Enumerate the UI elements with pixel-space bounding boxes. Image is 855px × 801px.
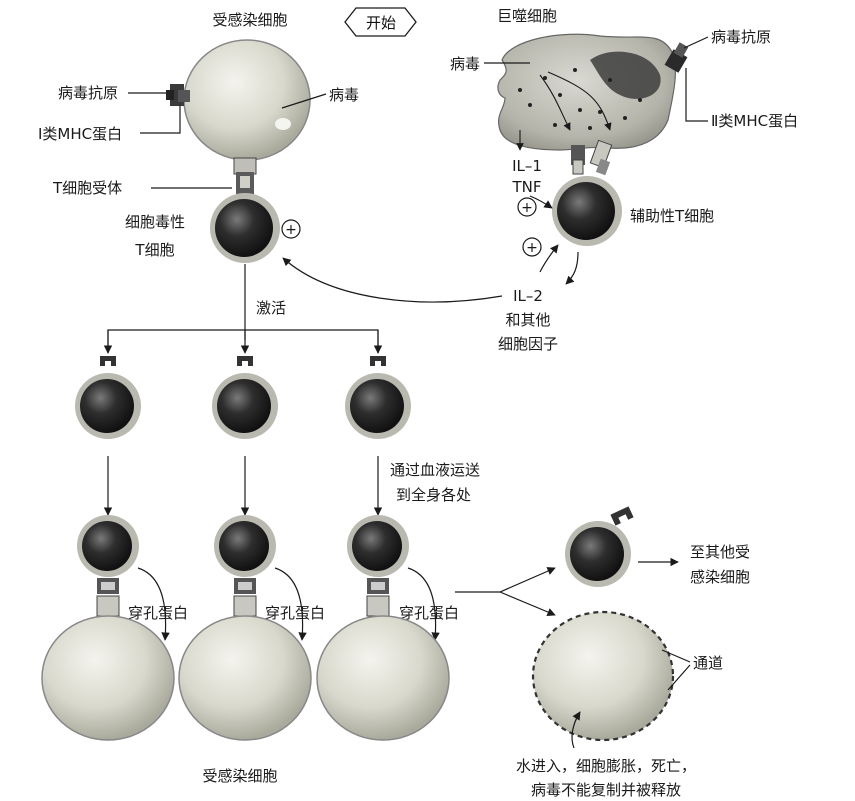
virus-right-label: 病毒 — [450, 55, 480, 73]
activation-label: 激活 — [256, 299, 286, 317]
infected-cell-bottom-2 — [178, 615, 312, 741]
processing-arrow-2 — [547, 71, 612, 131]
perforin-arrow-1 — [137, 567, 170, 641]
infected-cell-bottom-label: 受感染细胞 — [202, 767, 277, 785]
result-label-1: 水进入，细胞膨胀，死亡， — [516, 757, 696, 775]
start-badge: 开始 — [344, 7, 417, 37]
perforin-label-1: 穿孔蛋白 — [128, 604, 188, 622]
plus-cytotoxic: + — [281, 219, 301, 239]
attack-tcell-3 — [347, 515, 409, 617]
macrophage-virus-dots — [518, 68, 642, 130]
il1-label: IL–1 — [512, 157, 542, 175]
autocrine-arrow — [539, 244, 559, 273]
il1-arrow — [529, 195, 553, 209]
svg-text:+: + — [521, 200, 533, 216]
free-tcell — [565, 506, 634, 587]
leader-channel-2 — [667, 664, 691, 691]
split-arrow-up — [455, 567, 556, 593]
il2-label-2: 和其他 — [505, 311, 550, 329]
viral-antigen-right-label: 病毒抗原 — [711, 28, 771, 46]
transport-label-2: 到全身各处 — [396, 486, 471, 504]
perforin-label-3: 穿孔蛋白 — [399, 604, 459, 622]
helper-tcell-label: 辅助性T细胞 — [630, 207, 714, 225]
attack-tcell-2 — [214, 515, 276, 617]
infected-cell-bottom-3 — [316, 615, 450, 741]
mhc1-label: Ⅰ类MHC蛋白 — [38, 125, 122, 143]
transport-label-1: 通过血液运送 — [390, 461, 480, 479]
activation-branch — [107, 329, 379, 353]
leader-channel-1 — [661, 649, 691, 663]
viral-antigen-left-label: 病毒抗原 — [58, 84, 118, 102]
activated-tcell-1 — [75, 356, 141, 439]
helper-tcell-nucleus — [557, 182, 615, 240]
leader-mhc1 — [140, 105, 181, 134]
perforated-cell — [531, 610, 675, 742]
processing-arrow-1 — [539, 74, 571, 131]
il2-label-3: 细胞因子 — [498, 335, 558, 353]
activated-tcell-2 — [212, 356, 278, 439]
virus-dot-top — [275, 118, 291, 130]
cytotoxic-tcell-nucleus — [215, 199, 273, 257]
leader-virus-left — [281, 93, 327, 109]
plus-helper: + — [522, 237, 542, 257]
result-label-2: 病毒不能复制并被释放 — [531, 781, 681, 799]
cytotoxic-label-2: T细胞 — [134, 241, 174, 259]
cytotoxic-label-1: 细胞毒性 — [125, 213, 185, 231]
macrophage-antigen — [664, 42, 689, 73]
to-other-label-1: 至其他受 — [690, 543, 750, 561]
infected-cell-bottom-1 — [41, 615, 175, 741]
il2-release-arrow — [565, 251, 579, 285]
plus-il1: + — [517, 197, 537, 217]
start-label: 开始 — [366, 14, 396, 32]
infected-cell-top — [183, 39, 311, 161]
tcr-complex — [233, 157, 257, 194]
channel-label: 通道 — [693, 654, 723, 672]
to-other-label-2: 感染细胞 — [690, 568, 750, 586]
macrophage-vacuole — [590, 51, 661, 99]
il2-label: IL–2 — [513, 287, 543, 305]
il2-to-cytotoxic-arrow — [282, 257, 503, 303]
leader-mhc2 — [685, 68, 708, 122]
tnf-label: TNF — [511, 178, 541, 196]
infected-cell-top-label: 受感染细胞 — [212, 11, 287, 29]
mhc1-antigen-complex — [166, 84, 190, 106]
mhc2-label: Ⅱ类MHC蛋白 — [711, 112, 798, 130]
water-arrow — [571, 711, 581, 749]
perforin-label-2: 穿孔蛋白 — [265, 604, 325, 622]
perforin-arrow-2 — [274, 567, 307, 641]
leader-viral-antigen-right — [683, 36, 709, 49]
tcell-receptor-label: T细胞受体 — [52, 179, 122, 197]
svg-text:+: + — [526, 240, 538, 256]
perforin-arrow-3 — [407, 567, 440, 641]
svg-text:+: + — [285, 222, 297, 238]
macrophage-label: 巨噬细胞 — [497, 7, 557, 25]
split-arrow-down — [499, 591, 556, 616]
attack-tcell-1 — [77, 515, 139, 617]
activated-tcell-3 — [345, 356, 411, 439]
helper-tcr-complex — [571, 139, 613, 176]
virus-left-label: 病毒 — [329, 86, 359, 104]
